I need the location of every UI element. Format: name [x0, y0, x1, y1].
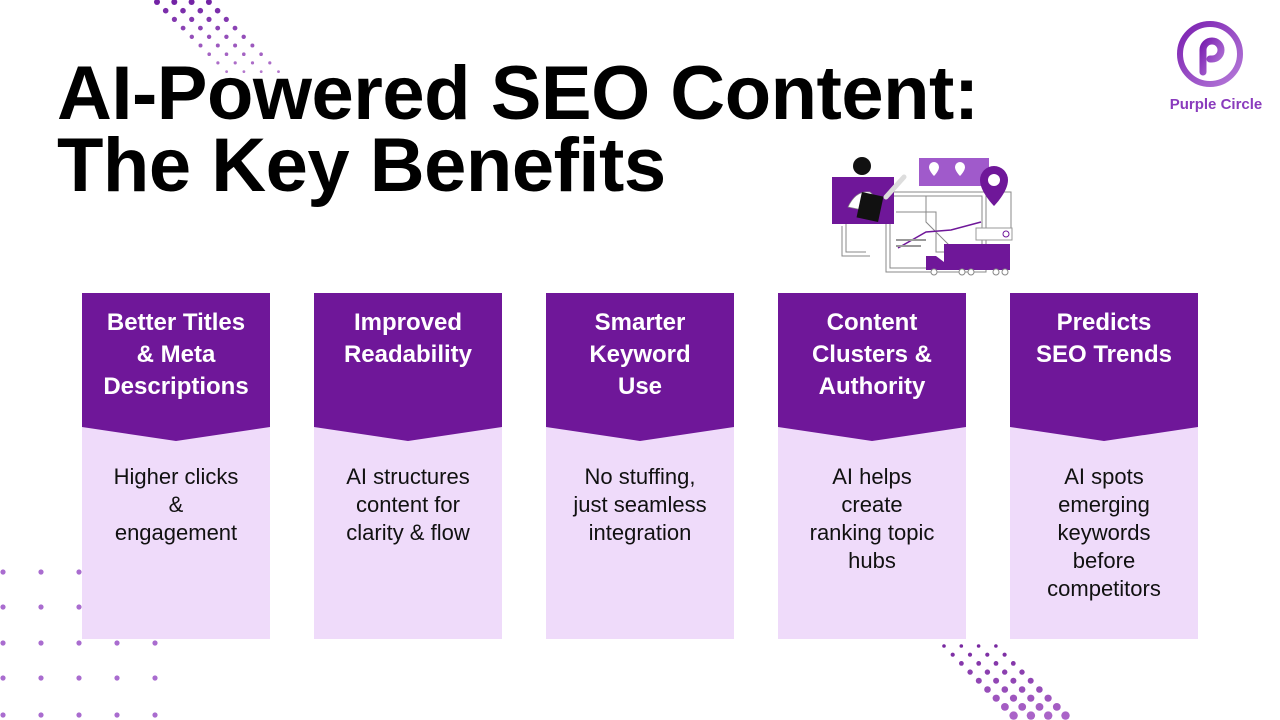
card-body-line: &	[168, 492, 184, 517]
card-title: Content Clusters & Authority	[778, 307, 966, 403]
card-title-line: Use	[617, 373, 663, 400]
benefit-card: Smarter Keyword Use No stuffing, just se…	[546, 293, 734, 639]
card-title-line: SEO Trends	[1035, 341, 1173, 368]
card-title-line: Authority	[818, 373, 926, 400]
card-description: Higher clicks & engagement	[82, 463, 270, 547]
card-body-line: Higher clicks	[113, 464, 239, 489]
chevron-banner-shape	[1010, 293, 1198, 441]
brand-logo: Purple Circle	[1150, 18, 1280, 118]
card-body-line: keywords	[1057, 520, 1151, 545]
card-header: Predicts SEO Trends	[1010, 293, 1198, 441]
card-body-line: ranking topic	[809, 520, 935, 545]
card-body-line: engagement	[114, 520, 238, 545]
card-title-line: Readability	[343, 341, 473, 368]
card-body-line: integration	[588, 520, 692, 545]
benefit-card: Improved Readability AI structures conte…	[314, 293, 502, 639]
chevron-banner-shape	[546, 293, 734, 441]
benefit-card: Content Clusters & Authority AI helps cr…	[778, 293, 966, 639]
card-body-line: No stuffing,	[584, 464, 696, 489]
card-title: Improved Readability	[314, 307, 502, 371]
top-diagonal-dots	[154, 0, 280, 73]
chevron-banner-shape	[314, 293, 502, 441]
title-line-1: AI-Powered SEO Content:	[57, 51, 979, 136]
card-description: AI spots emerging keywords before compet…	[1010, 463, 1198, 603]
card-title-line: Improved	[353, 309, 463, 336]
card-title-line: Content	[826, 309, 918, 336]
brand-name: Purple Circle	[1169, 96, 1263, 113]
card-title-line: Clusters &	[811, 341, 933, 368]
card-body-line: clarity & flow	[346, 520, 470, 545]
card-description: No stuffing, just seamless integration	[546, 463, 734, 547]
card-title: Better Titles & Meta Descriptions	[82, 307, 270, 403]
chevron-banner-shape	[82, 293, 270, 441]
card-body-line: hubs	[848, 548, 896, 573]
card-description: AI structures content for clarity & flow	[314, 463, 502, 547]
card-body-line: AI structures	[346, 464, 470, 489]
left-grid-dots	[0, 569, 158, 718]
card-title: Predicts SEO Trends	[1010, 307, 1198, 371]
card-title-line: Keyword	[589, 341, 691, 368]
card-body-line: competitors	[1047, 576, 1161, 601]
card-title-line: & Meta	[136, 341, 216, 368]
card-body-line: create	[841, 492, 903, 517]
card-title-line: Descriptions	[103, 373, 249, 400]
card-header: Content Clusters & Authority	[778, 293, 966, 441]
chevron-banner-shape	[778, 293, 966, 441]
card-description: AI helps create ranking topic hubs	[778, 463, 966, 575]
card-body-line: just seamless	[573, 492, 707, 517]
card-body-line: AI helps	[832, 464, 912, 489]
p-circle-logo-icon	[1177, 21, 1243, 87]
title-line-2: The Key Benefits	[57, 123, 666, 208]
card-title: Smarter Keyword Use	[546, 307, 734, 403]
card-title-line: Better Titles	[106, 309, 246, 336]
page-title: AI-Powered SEO Content: The Key Benefits	[57, 51, 979, 208]
card-header: Improved Readability	[314, 293, 502, 441]
card-title-line: Smarter	[594, 309, 686, 336]
card-header: Smarter Keyword Use	[546, 293, 734, 441]
benefit-card: Better Titles & Meta Descriptions Higher…	[82, 293, 270, 639]
card-body-line: content for	[356, 492, 460, 517]
card-body-line: AI spots	[1064, 464, 1144, 489]
card-header: Better Titles & Meta Descriptions	[82, 293, 270, 441]
card-title-line: Predicts	[1056, 309, 1152, 336]
bottom-right-diagonal-dots	[942, 644, 1070, 720]
card-body-line: emerging	[1058, 492, 1150, 517]
card-body-line: before	[1072, 548, 1136, 573]
person-map-delivery-truck-illustration	[832, 157, 1013, 276]
benefit-card: Predicts SEO Trends AI spots emerging ke…	[1010, 293, 1198, 639]
